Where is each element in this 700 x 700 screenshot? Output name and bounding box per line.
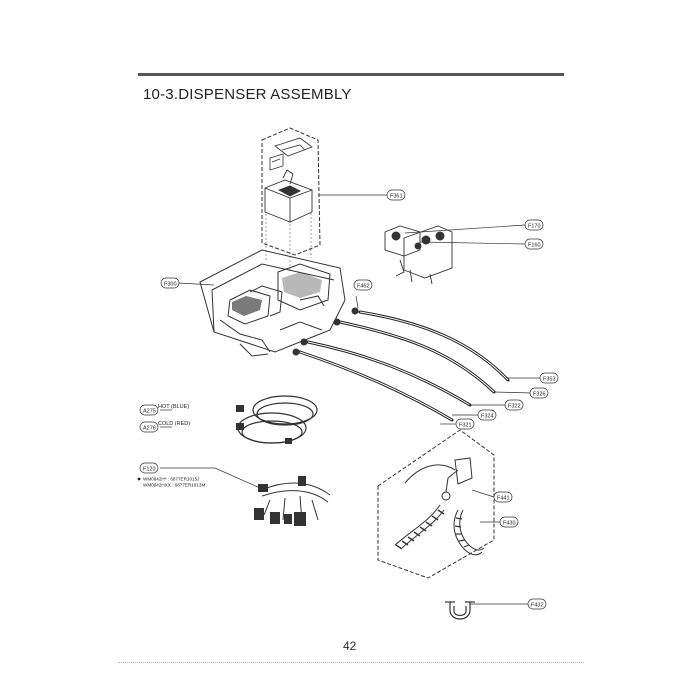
exploded-guide-lines <box>265 213 312 272</box>
dispenser-housing-shading <box>232 272 322 316</box>
label-f170: F170 <box>528 224 541 230</box>
label-f300: F300 <box>164 282 177 288</box>
hose-guide-bracket-part <box>445 601 475 620</box>
cover-dashed-frame <box>261 127 321 256</box>
corrugated-hose-part <box>453 509 485 556</box>
model-notes: WM0642H* : 6877ER1015J WM0642HXX : 6877E… <box>137 477 205 488</box>
hot-blue-label: HOT (BLUE) <box>158 404 189 410</box>
bottom-dotted-rule <box>118 662 584 663</box>
leader-lines <box>160 194 540 605</box>
label-f160: F160 <box>528 243 541 249</box>
label-f432: F432 <box>531 603 544 609</box>
wire-harness-connectors <box>254 476 306 526</box>
bullet-dot <box>137 477 141 481</box>
page-number: 42 <box>343 639 357 653</box>
label-f322: F322 <box>508 404 521 410</box>
corrugated-hose-ribs <box>454 517 470 548</box>
label-f324: F324 <box>481 414 494 420</box>
page-title: 10-3.DISPENSER ASSEMBLY <box>143 86 352 103</box>
label-f326: F326 <box>533 392 546 398</box>
softener-cup-part <box>264 169 313 223</box>
label-f120: F120 <box>143 467 156 473</box>
label-f321: F321 <box>459 423 472 429</box>
inlet-hoses-part <box>237 395 318 444</box>
label-f353: F353 <box>543 377 556 383</box>
hose-clamps <box>292 307 359 356</box>
inlet-hose-fittings <box>236 405 292 444</box>
hose-color-labels: HOT (BLUE) COLD (RED) <box>158 404 190 427</box>
drain-hose-ribs <box>395 509 445 550</box>
dispenser-housing-part <box>199 249 346 357</box>
cold-red-label: COLD (RED) <box>158 421 190 427</box>
model-note-line1: WM0642H* : 6877ER1015J <box>143 477 199 482</box>
label-f462: F462 <box>357 284 370 290</box>
water-valve-part <box>384 225 453 285</box>
label-f441: F441 <box>497 496 510 502</box>
part-labels: F361 F170 F160 F300 F462 F353 F326 F322 … <box>143 194 556 609</box>
label-a276: A276 <box>143 426 156 432</box>
header-rule <box>138 73 564 76</box>
hose-inner-lines <box>299 311 509 421</box>
dispenser-cover-part <box>269 137 313 171</box>
drain-dashed-frame <box>377 429 495 579</box>
model-note-line2: WM0642HXX : 6877ER1013M <box>143 483 205 488</box>
label-f361: F361 <box>390 194 403 200</box>
label-f430: F430 <box>503 521 516 527</box>
label-callouts <box>139 189 559 610</box>
label-a275: A275 <box>143 409 156 415</box>
